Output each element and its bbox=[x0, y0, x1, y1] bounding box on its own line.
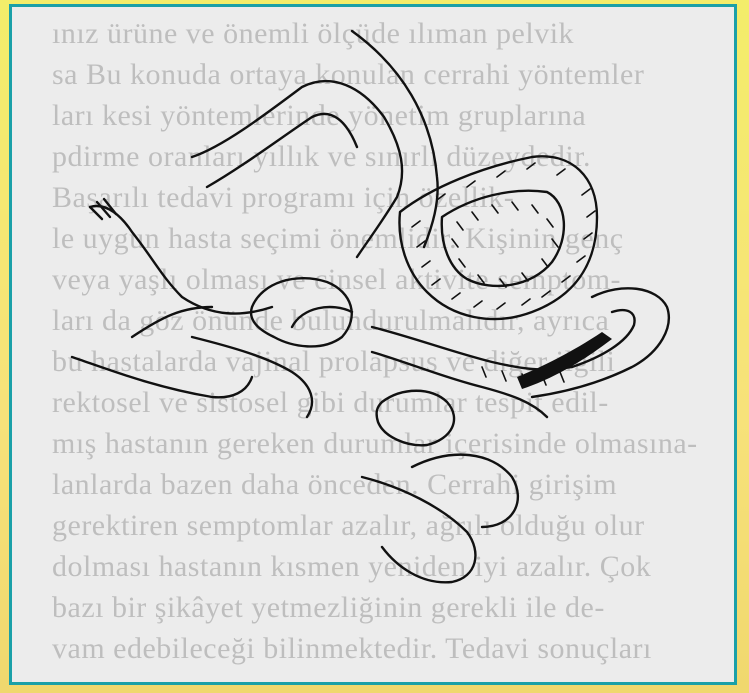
left-arm-fingers bbox=[90, 199, 116, 219]
canal-upper bbox=[372, 327, 572, 369]
upper-left-organ-inner bbox=[207, 114, 357, 187]
inner-hatching bbox=[452, 202, 558, 287]
lower-curve-2 bbox=[362, 477, 475, 582]
image-frame: ınız ürüne ve önemli ölçüde ılıman pelvi… bbox=[9, 4, 737, 685]
lower-curve-1 bbox=[412, 455, 518, 527]
upper-left-organ-outline bbox=[192, 81, 402, 257]
bladder-outline bbox=[399, 156, 597, 319]
mid-inner-curve bbox=[292, 307, 352, 327]
mid-loop bbox=[251, 278, 352, 346]
bladder-inner bbox=[442, 191, 564, 286]
left-body-curve bbox=[72, 357, 252, 397]
left-arm-lower bbox=[132, 307, 212, 337]
bladder-hatching bbox=[412, 163, 595, 309]
lower-loop bbox=[377, 391, 454, 446]
anatomical-illustration bbox=[12, 7, 734, 682]
left-arm-outline bbox=[90, 206, 272, 314]
